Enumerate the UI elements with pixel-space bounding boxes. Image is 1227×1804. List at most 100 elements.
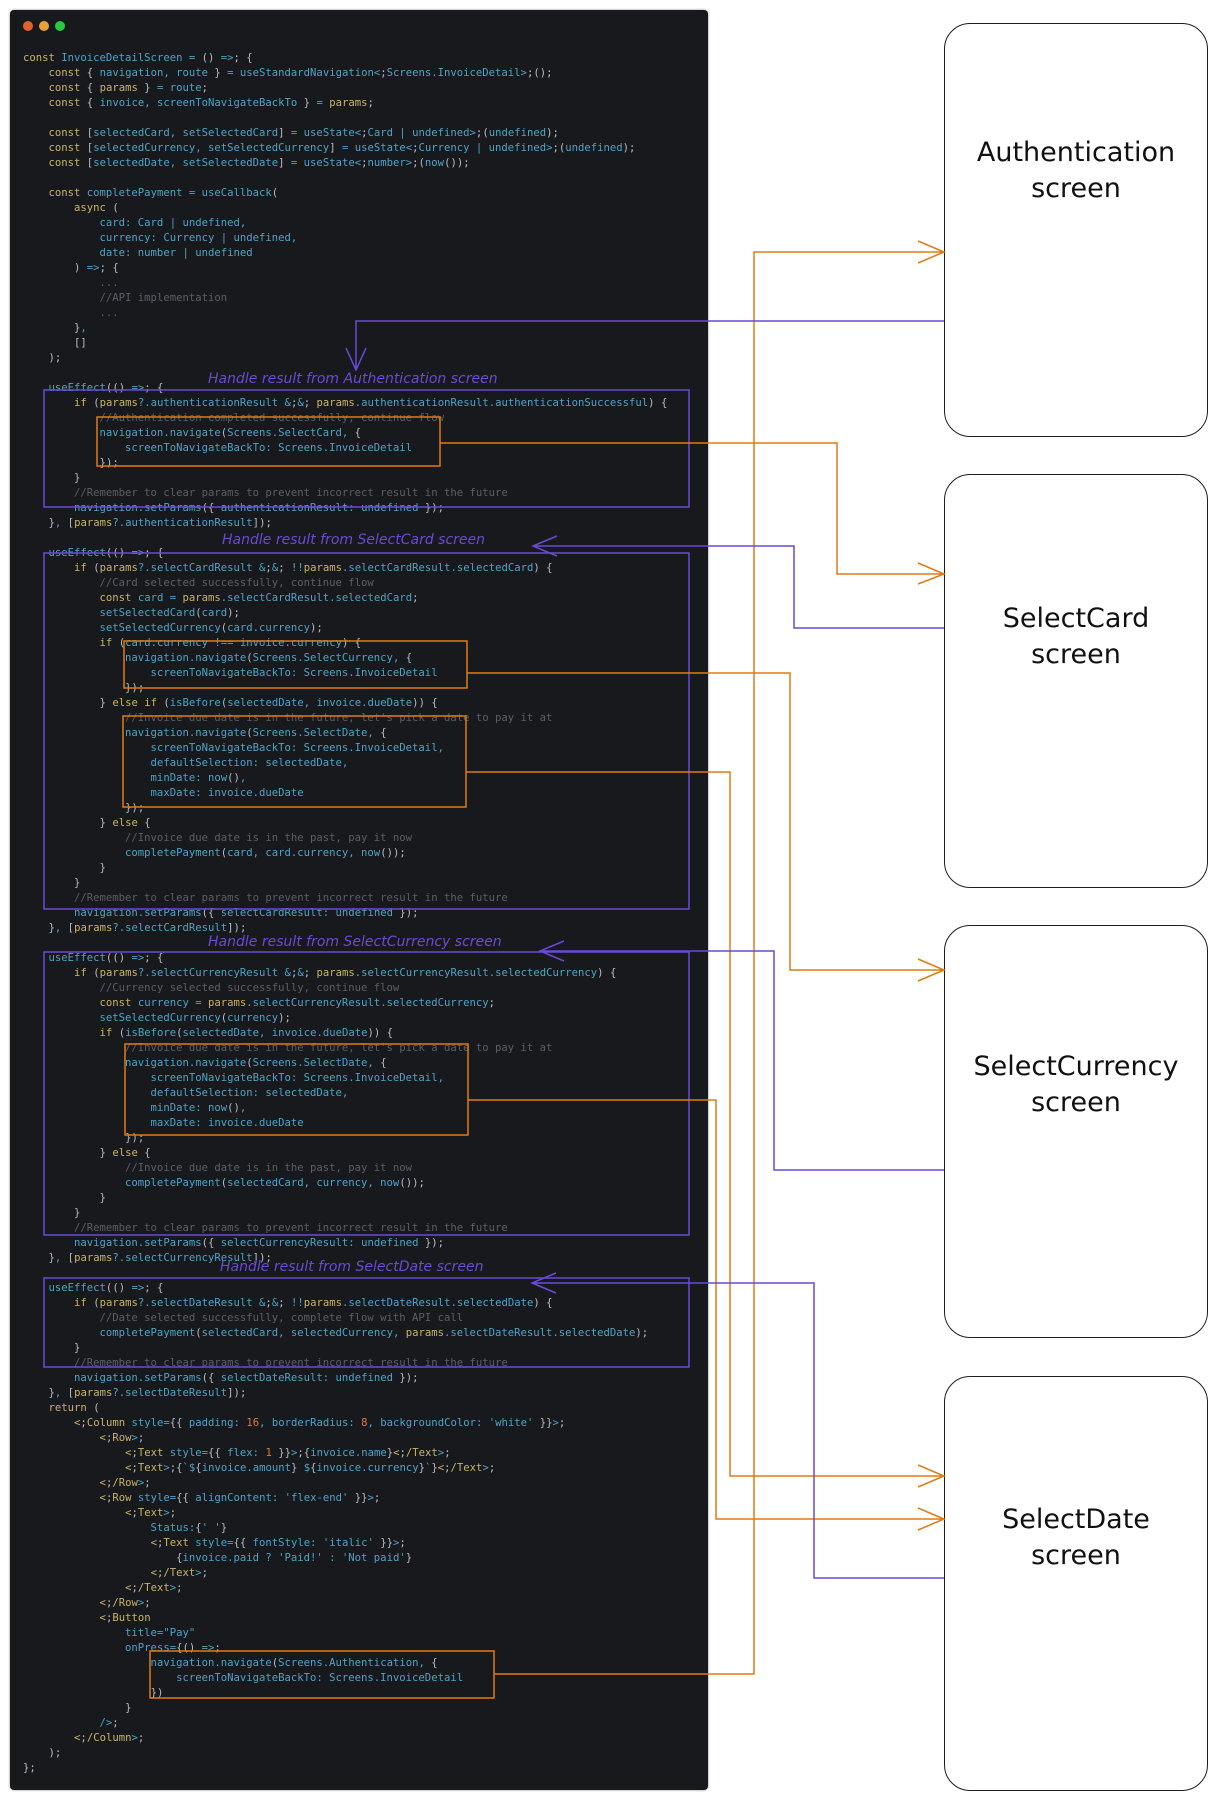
minimize-dot-icon[interactable]: [39, 21, 49, 31]
code-line: maxDate: invoice.dueDate: [23, 1117, 304, 1129]
code-line: });: [125, 1132, 145, 1144]
effect-box-authentication: [43, 389, 690, 508]
code-line: } else {: [99, 1147, 151, 1159]
annotation-selectdate: Handle result from SelectDate screen: [220, 1259, 484, 1275]
selectcurrency-screen: SelectCurrency screen: [944, 925, 1208, 1338]
code-line: }: [74, 472, 81, 484]
code-line: completePayment(card, card.currency, now…: [23, 847, 406, 859]
code-line: useEffect(() =>; {: [23, 952, 164, 964]
navigate-box-selectcard: [96, 416, 441, 467]
code-line: screenToNavigateBackTo: Screens.InvoiceD…: [23, 1072, 444, 1084]
authentication-screen: Authentication screen: [944, 23, 1208, 437]
code-line: <;Column style={{ padding: 16, borderRad…: [74, 1417, 566, 1429]
code-line: }, [params?.authenticationResult]);: [48, 517, 272, 529]
selectdate-screen: SelectDate screen: [944, 1376, 1208, 1791]
navigate-box-selectdate-2: [124, 1043, 469, 1136]
code-line: {invoice.paid ? 'Paid!' : 'Not paid'}: [176, 1552, 413, 1564]
code-line: navigation.navigate(Screens.SelectDate, …: [23, 1057, 387, 1069]
arrow-to-authentication: [494, 240, 946, 1675]
result-arrow-selectdate: [530, 1272, 944, 1579]
result-arrow-selectcurrency: [538, 940, 944, 1171]
code-line: title="Pay": [23, 1627, 196, 1639]
code-line: const InvoiceDetailScreen = () =>; {: [23, 52, 253, 64]
code-line: completePayment(selectedCard, currency, …: [23, 1177, 425, 1189]
arrow-to-selectcard: [440, 442, 947, 585]
code-line: defaultSelection: selectedDate,: [23, 1087, 349, 1099]
code-line: }: [125, 1702, 132, 1714]
code-line: if (params?.selectCardResult &;&; !!para…: [74, 562, 553, 574]
code-line: <;/Column>;: [74, 1732, 145, 1744]
code-line: const { navigation, route } = useStandar…: [48, 67, 553, 79]
arrow-to-selectdate-2: [468, 1099, 946, 1531]
code-line: return (: [48, 1402, 100, 1414]
code-line: const card = params.selectCardResult.sel…: [99, 592, 419, 604]
code-line: //Currency selected successfully, contin…: [23, 982, 400, 994]
code-line: <;Text style={{ flex: 1 }}>;{invoice.nam…: [125, 1447, 451, 1459]
code-line: minDate: now(),: [23, 772, 247, 784]
code-line: card: Card | undefined,: [23, 217, 247, 229]
code-line: }: [74, 877, 81, 889]
code-line: }: [74, 1207, 81, 1219]
code-line: navigation.setParams({ selectCardResult:…: [23, 907, 419, 919]
annotation-authentication: Handle result from Authentication screen: [208, 371, 498, 387]
screen-label: SelectCurrency screen: [973, 1050, 1179, 1118]
effect-box-selectcurrency: [43, 951, 690, 1236]
code-line: });: [99, 457, 119, 469]
maximize-dot-icon[interactable]: [55, 21, 65, 31]
code-line: navigation.setParams({ authenticationRes…: [23, 502, 445, 514]
code-line: navigation.navigate(Screens.SelectCard, …: [23, 427, 362, 439]
code-line: } else {: [99, 817, 151, 829]
code-line: setSelectedCard(card);: [23, 607, 240, 619]
code-line: ...: [23, 277, 119, 289]
code-line: if (card.currency !== invoice.currency) …: [99, 637, 362, 649]
close-dot-icon[interactable]: [23, 21, 33, 31]
code-line: }): [150, 1687, 164, 1699]
code-line: //Invoice due date is in the past, pay i…: [23, 832, 413, 844]
code-line: //Invoice due date is in the future, let…: [23, 1042, 553, 1054]
code-line: <;/Row>;: [99, 1477, 151, 1489]
code-line: defaultSelection: selectedDate,: [23, 757, 349, 769]
code-line: setSelectedCurrency(card.currency);: [23, 622, 323, 634]
code-line: }, [params?.selectDateResult]);: [48, 1387, 247, 1399]
code-line: if (params?.selectDateResult &;&; !!para…: [74, 1297, 553, 1309]
screen-label: Authentication screen: [976, 137, 1176, 204]
code-line: date: number | undefined: [23, 247, 253, 259]
code-line: []: [74, 337, 87, 349]
code-line: navigation.navigate(Screens.Authenticati…: [23, 1657, 438, 1669]
code-line: }, [params?.selectCurrencyResult]);: [48, 1252, 272, 1264]
code-line: <;/Text>;: [125, 1582, 183, 1594]
code-line: if (params?.authenticationResult &;&; pa…: [74, 397, 668, 409]
code-line: const { params } = route;: [48, 82, 209, 94]
code-line: screenToNavigateBackTo: Screens.InvoiceD…: [23, 442, 413, 454]
code-line: const [selectedCurrency, setSelectedCurr…: [48, 142, 636, 154]
code-line: );: [48, 1747, 62, 1759]
code-line: } else if (isBefore(selectedDate, invoic…: [99, 697, 438, 709]
code-line: //Authentication completed successfully,…: [23, 412, 444, 424]
code-line: });: [125, 802, 145, 814]
code-line: useEffect(() =>; {: [23, 1282, 164, 1294]
code-line: },: [74, 322, 87, 334]
navigate-box-selectcurrency: [123, 640, 468, 689]
result-arrow-selectcard: [531, 535, 944, 629]
code-line: ) =>; {: [74, 262, 119, 274]
code-line: screenToNavigateBackTo: Screens.InvoiceD…: [23, 742, 444, 754]
code-line: //Remember to clear params to prevent in…: [23, 1357, 508, 1369]
code-line: const completePayment = useCallback(: [48, 187, 279, 199]
code-line: //API implementation: [23, 292, 228, 304]
annotation-selectcurrency: Handle result from SelectCurrency screen: [208, 934, 502, 950]
code-line: navigation.setParams({ selectDateResult:…: [23, 1372, 419, 1384]
code-line: minDate: now(),: [23, 1102, 247, 1114]
code-line: <;Button: [99, 1612, 151, 1624]
code-line: const [selectedDate, setSelectedDate] = …: [48, 157, 470, 169]
code-line: ...: [23, 307, 119, 319]
code-line: //Invoice due date is in the future, let…: [23, 712, 553, 724]
code-line: <;/Text>;: [150, 1567, 209, 1579]
navigate-box-authentication: [149, 1650, 495, 1699]
code-line: currency: Currency | undefined,: [23, 232, 298, 244]
navigate-box-selectdate-1: [122, 715, 467, 808]
code-line: if (isBefore(selectedDate, invoice.dueDa…: [99, 1027, 394, 1039]
code-line: async (: [74, 202, 119, 214]
code-line: //Remember to clear params to prevent in…: [23, 1222, 508, 1234]
code-line: <;Text>;: [125, 1507, 177, 1519]
